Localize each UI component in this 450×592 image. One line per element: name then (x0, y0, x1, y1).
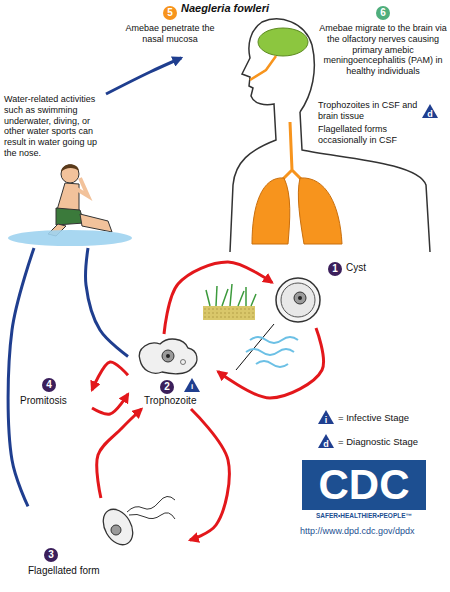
stage-box: 2Trophozoite i (128, 334, 218, 409)
swimmer (8, 164, 132, 246)
callout-number: 4 (42, 378, 56, 392)
cycle-arrow (218, 328, 324, 398)
legend-item: = Diagnostic Stage (338, 436, 418, 447)
callout-number: 6 (376, 6, 390, 20)
cycle-arrow (97, 409, 142, 498)
stage-box: 1 Cyst (272, 258, 382, 328)
note-text: Flagellated forms occasionally in CSF (318, 124, 420, 146)
cycle-arrow (86, 248, 128, 357)
step-box: 6Amebae migrate to the brain via the olf… (318, 6, 450, 96)
lung (252, 178, 290, 244)
nasal-passage (250, 56, 276, 80)
stage-box: 4Promitosis (20, 378, 92, 418)
cycle-arrow (106, 58, 181, 94)
logo-tagline: SAFER•HEALTHIER•PEOPLE™ (302, 512, 426, 520)
logo-box (302, 460, 426, 510)
legend-text: = Diagnostic Stage (338, 436, 418, 447)
diagnostic-stage-mark: d (422, 104, 438, 118)
cycle-arrow (8, 248, 34, 506)
stage-label: Trophozoite (144, 395, 196, 407)
stage-label: Cyst (346, 262, 366, 274)
note-text: Trophozoites in CSF and brain tissue (318, 100, 420, 122)
note-text: Water-related activities such as swimmin… (4, 94, 106, 159)
legend-text: = Infective Stage (338, 412, 409, 423)
callout-number: 3 (44, 548, 58, 562)
trophozoite-drawing (139, 339, 197, 374)
legend-item: = Infective Stage (338, 412, 409, 423)
infective-stage-mark: i (318, 410, 334, 424)
cyst-drawing (276, 278, 320, 322)
stage-box: 3Flagellated form (28, 498, 190, 582)
lung (298, 178, 342, 244)
brain (258, 28, 308, 56)
cycle-arrow (92, 362, 128, 390)
stage-label: Flagellated form (28, 565, 100, 577)
stage-label: Promitosis (20, 395, 67, 407)
exposure-note: Water-related activities such as swimmin… (4, 94, 124, 248)
step-box: 5Amebae penetrate the nasal mucosa (120, 6, 222, 58)
step-text: Amebae migrate to the brain via the olfa… (318, 23, 448, 77)
cycle-arrow (190, 409, 229, 540)
flagellated-drawing (97, 496, 175, 550)
cycle-arrow (164, 262, 272, 334)
logo-text: CDC (302, 462, 426, 508)
callout-number: 5 (163, 6, 177, 20)
source-url: http://www.dpd.cdc.gov/dpdx (300, 526, 415, 537)
cycle-arrow (92, 394, 128, 414)
diagnostic-stage-mark: d (318, 434, 334, 448)
callout-number: 2 (160, 380, 174, 394)
step-text: Amebae penetrate the nasal mucosa (120, 23, 220, 45)
infective-stage-mark: i (184, 378, 200, 392)
callout-number: 1 (328, 262, 342, 276)
